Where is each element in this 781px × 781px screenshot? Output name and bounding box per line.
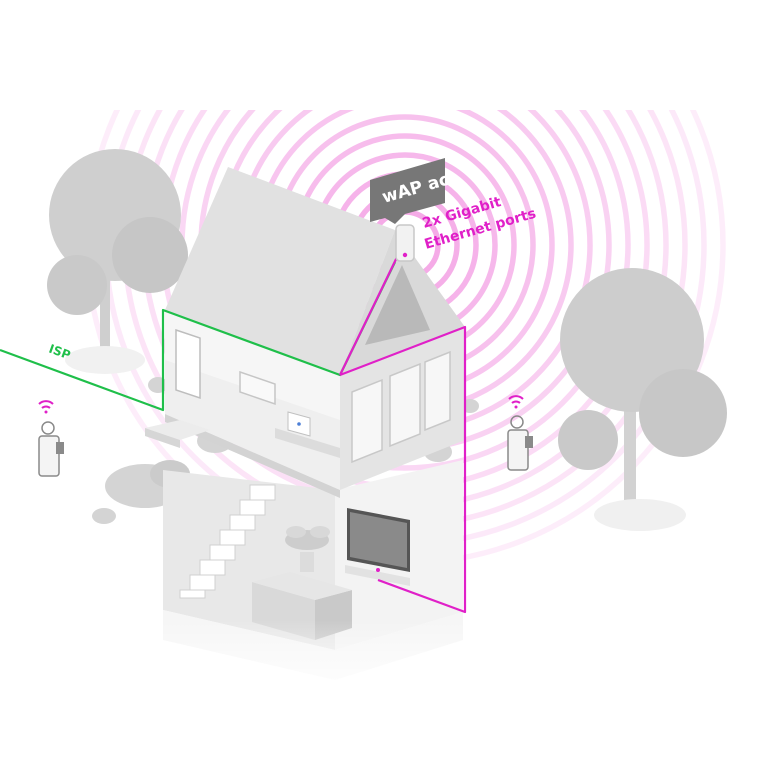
wifi-icon [39,401,53,413]
person-icon [39,422,64,476]
wifi-icon [509,396,523,408]
person-icon [508,416,533,470]
router-icon[interactable] [396,225,414,261]
tree-icon [558,268,727,531]
